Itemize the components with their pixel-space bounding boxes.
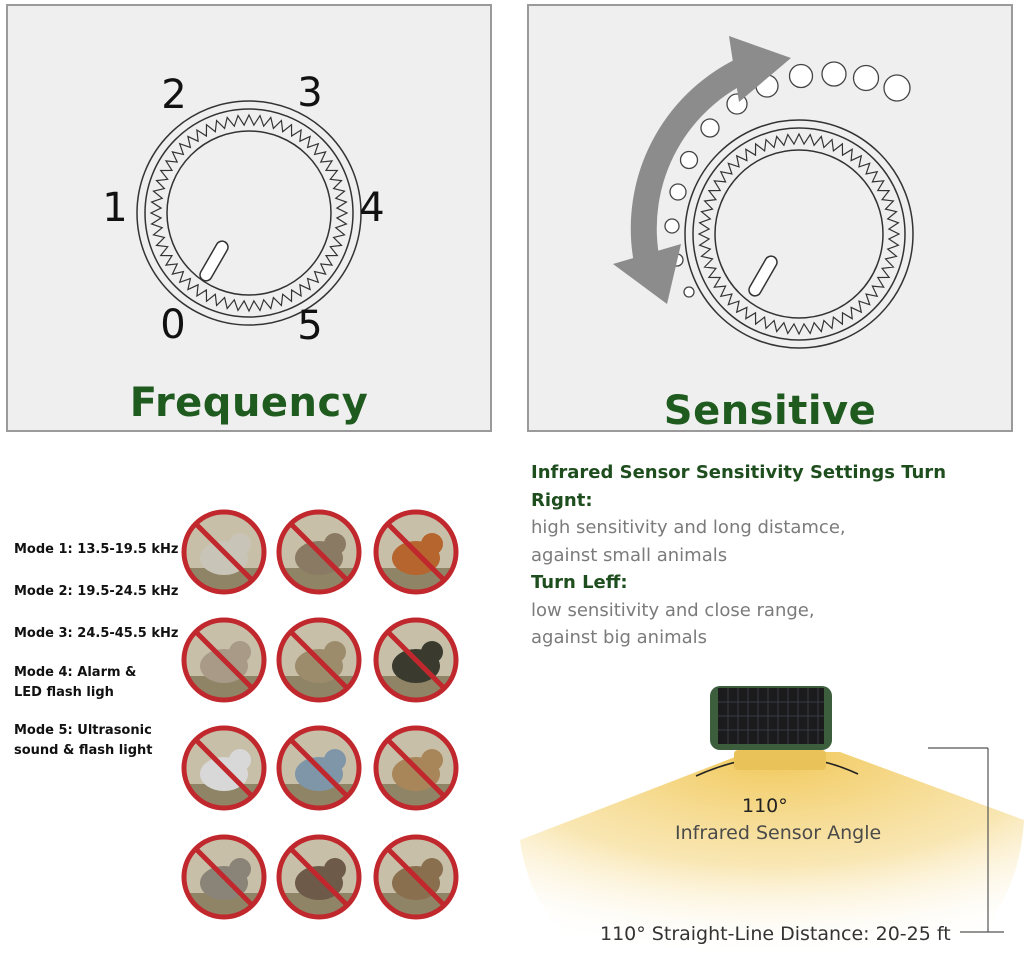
sensitive-title: Sensitive bbox=[663, 388, 877, 434]
frequency-dial bbox=[136, 100, 362, 326]
sensitive-panel: Sensitive bbox=[527, 4, 1013, 434]
turn-right-heading: Infrared Sensor Sensitivity Settings Tur… bbox=[531, 462, 947, 511]
prohibited-boar-icon bbox=[275, 833, 363, 921]
turn-right-line2: against small animals bbox=[531, 544, 728, 566]
prohibited-gopher-icon bbox=[372, 724, 460, 812]
prohibited-badger-icon bbox=[275, 616, 363, 704]
frequency-panel: 0 1 2 3 4 5 Frequency bbox=[6, 4, 492, 432]
prohibited-goose-icon bbox=[180, 724, 268, 812]
prohibited-fox-icon bbox=[372, 508, 460, 596]
turn-right-line1: high sensitivity and long distamce, bbox=[531, 517, 846, 538]
dial-number-4: 4 bbox=[359, 185, 385, 231]
sensor-angle-value: 110° bbox=[742, 795, 788, 817]
rotate-arrow-icon bbox=[613, 36, 791, 304]
prohibited-gull-icon bbox=[275, 724, 363, 812]
prohibited-raccoon-icon bbox=[180, 833, 268, 921]
mode-1-label: Mode 1: 13.5-19.5 kHz bbox=[14, 542, 179, 557]
dial-number-1: 1 bbox=[102, 185, 128, 231]
frequency-title: Frequency bbox=[129, 380, 369, 426]
mode-2-label: Mode 2: 19.5-24.5 kHz bbox=[14, 584, 179, 599]
sensitive-dial bbox=[613, 36, 914, 349]
turn-left-line2: against big animals bbox=[531, 627, 708, 648]
prohibited-weasel-icon bbox=[372, 833, 460, 921]
dial-number-0: 0 bbox=[160, 302, 186, 348]
infrared-beam bbox=[520, 752, 1024, 958]
mode-5-label: Mode 5: Ultrasonic sound & flash light bbox=[14, 723, 153, 758]
sensitivity-info: Infrared Sensor Sensitivity Settings Tur… bbox=[531, 459, 1011, 652]
mode-3-label: Mode 3: 24.5-45.5 kHz bbox=[14, 626, 179, 641]
turn-left-heading: Turn Leff: bbox=[531, 572, 628, 593]
prohibited-rat-icon bbox=[275, 508, 363, 596]
dial-pointer bbox=[748, 255, 778, 297]
solar-sensor-device bbox=[710, 686, 832, 770]
dial-number-5: 5 bbox=[297, 303, 323, 349]
prohibited-cat-icon bbox=[180, 616, 268, 704]
prohibited-dog-icon bbox=[180, 508, 268, 596]
dial-number-2: 2 bbox=[161, 72, 187, 118]
sensor-distance-label: 110° Straight-Line Distance: 20-25 ft bbox=[600, 923, 951, 945]
turn-left-line1: low sensitivity and close range, bbox=[531, 599, 815, 621]
prohibited-skunk-icon bbox=[372, 616, 460, 704]
sensor-angle-label: Infrared Sensor Angle bbox=[675, 822, 882, 844]
dial-pointer bbox=[199, 240, 229, 282]
dial-number-3: 3 bbox=[297, 70, 323, 116]
mode-4-label: Mode 4: Alarm & LED flash ligh bbox=[14, 665, 137, 700]
sensor-diagram bbox=[520, 680, 1024, 958]
